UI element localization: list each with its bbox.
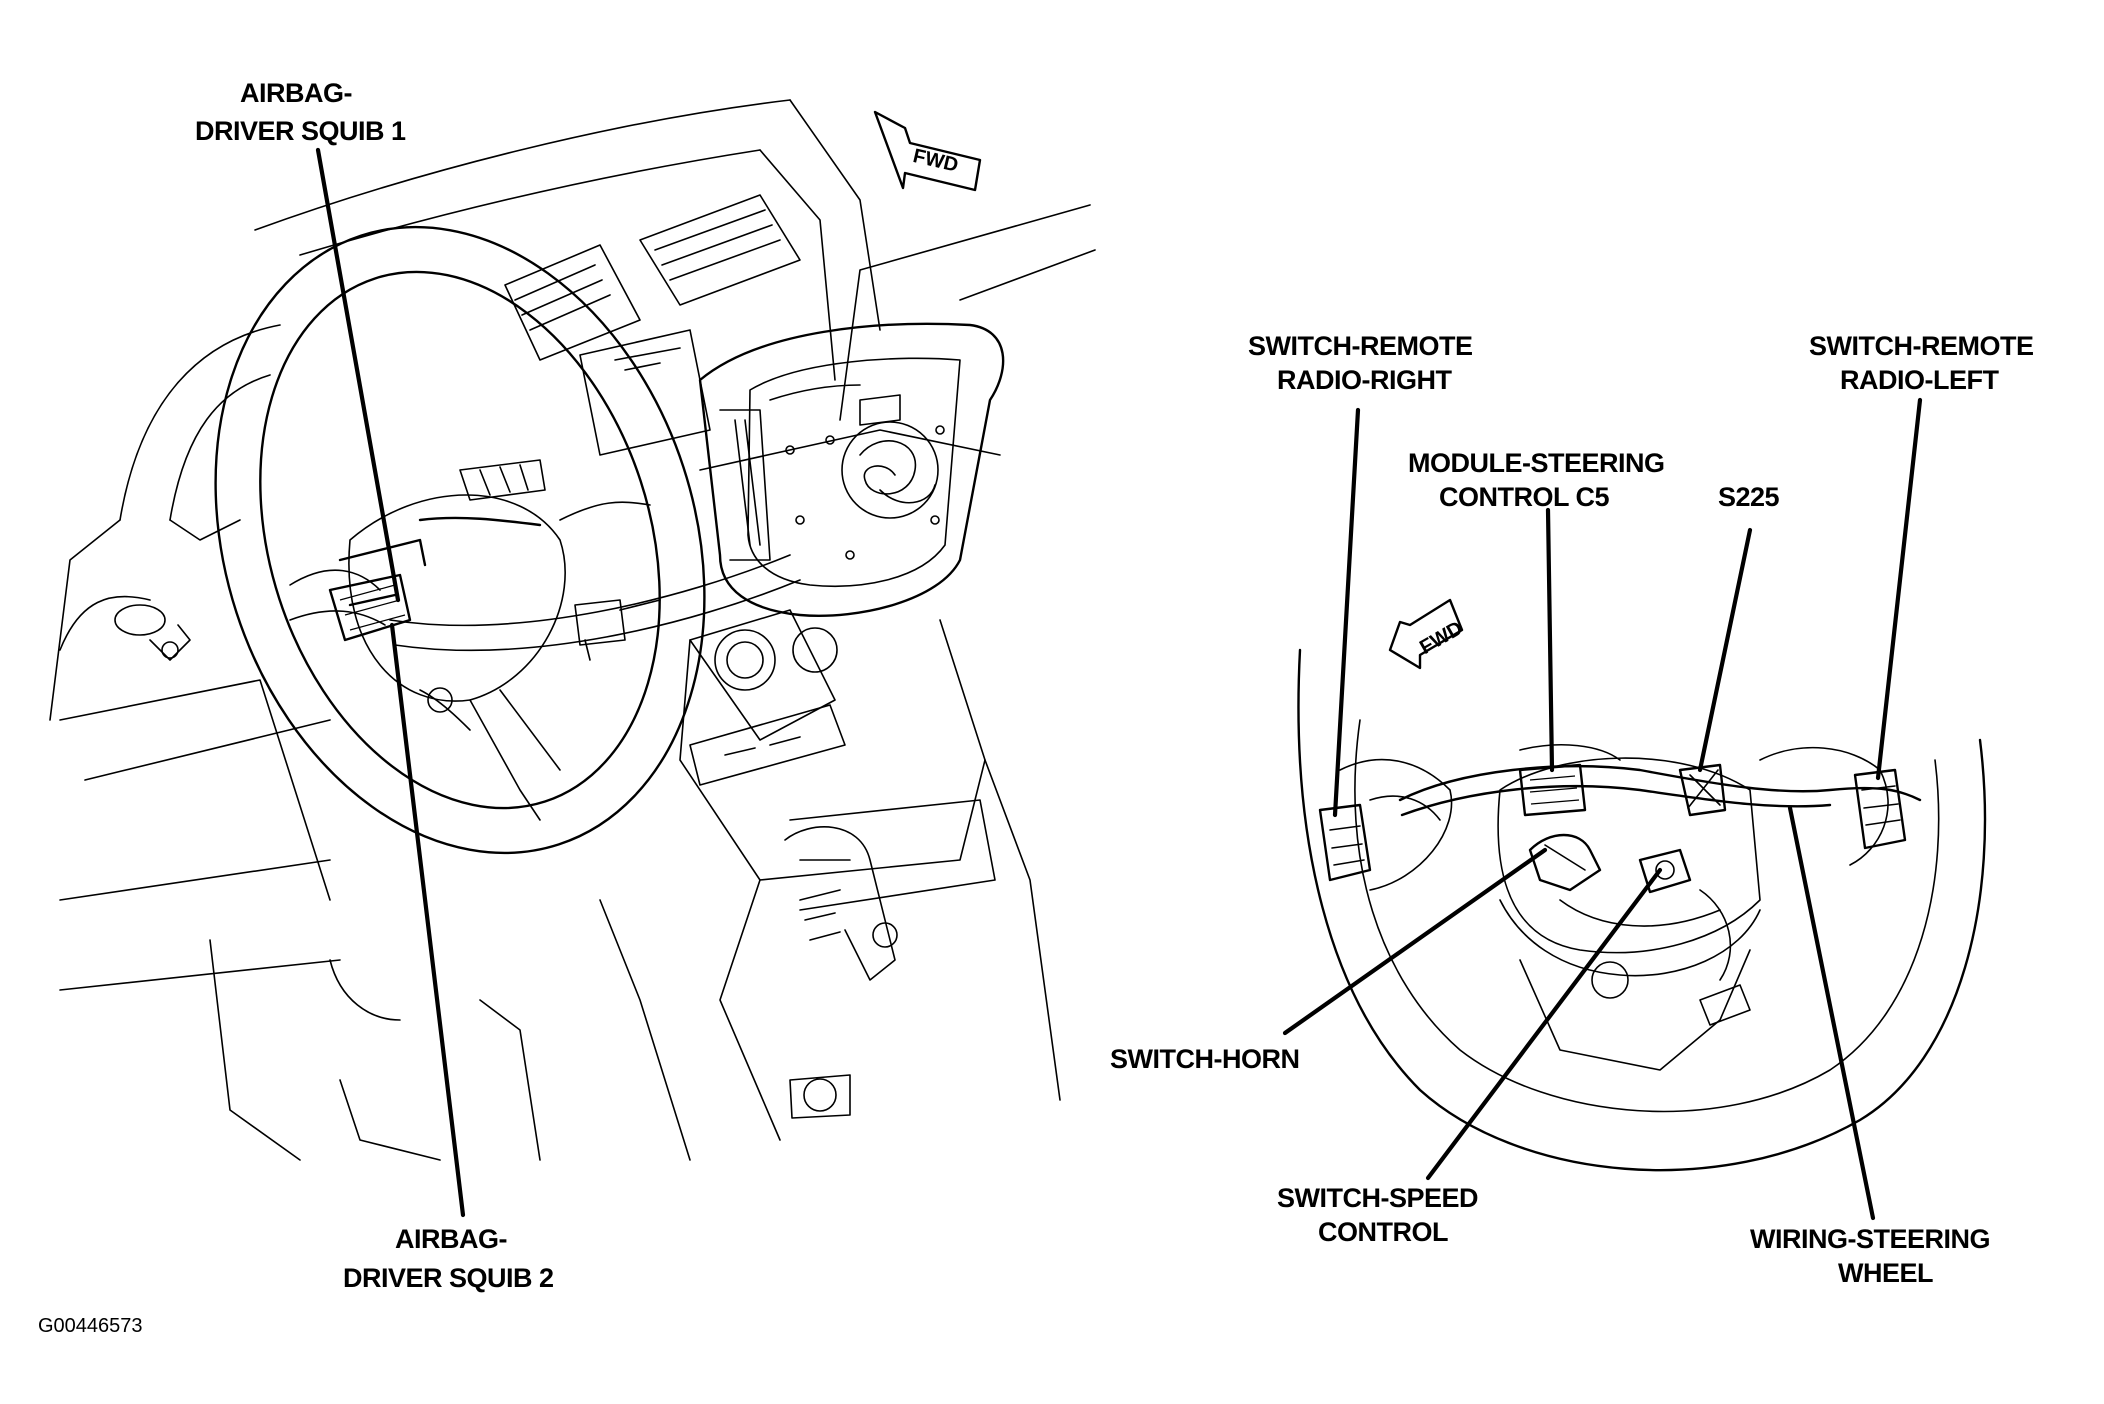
- callout-radio-left-line2: RADIO-LEFT: [1840, 365, 1999, 395]
- figure-id: G00446573: [38, 1315, 143, 1337]
- callout-module-steering-line1: MODULE-STEERING: [1408, 448, 1665, 478]
- callout-wiring-steering-line1: WIRING-STEERING: [1750, 1224, 1990, 1254]
- airbag-connectors: [328, 459, 546, 731]
- dashboard-illustration: [49, 99, 1096, 1161]
- callout-airbag-squib-2-line2: DRIVER SQUIB 2: [343, 1263, 554, 1293]
- left-leaders: [315, 147, 466, 1218]
- callout-airbag-squib-2-line1: AIRBAG-: [395, 1224, 507, 1254]
- callout-module-steering-line2: CONTROL C5: [1439, 482, 1609, 512]
- fwd-arrow-label-right: FWD: [1416, 617, 1466, 659]
- steering-wiring: [1318, 744, 1922, 1026]
- airbag-module: [698, 322, 1005, 617]
- callout-radio-right-line1: SWITCH-REMOTE: [1248, 331, 1472, 361]
- airbag-harness: [389, 554, 801, 661]
- callout-radio-left-line1: SWITCH-REMOTE: [1809, 331, 2033, 361]
- callout-splice-s225: S225: [1718, 482, 1780, 512]
- callout-switch-horn: SWITCH-HORN: [1110, 1044, 1299, 1074]
- callout-wiring-steering-line2: WHEEL: [1838, 1258, 1933, 1288]
- right-leaders: [1282, 397, 1923, 1221]
- fwd-arrow-icon-right: FWD: [1388, 598, 1467, 670]
- steering-wheel-left: [214, 225, 706, 855]
- callout-speed-control-line1: SWITCH-SPEED: [1277, 1183, 1478, 1213]
- callout-airbag-squib-1-line2: DRIVER SQUIB 1: [195, 116, 406, 146]
- callout-speed-control-line2: CONTROL: [1318, 1217, 1448, 1247]
- callout-airbag-squib-1-line1: AIRBAG-: [240, 78, 352, 108]
- fwd-arrow-label: FWD: [911, 145, 960, 177]
- fwd-arrow-icon: FWD: [873, 110, 982, 192]
- callout-radio-right-line2: RADIO-RIGHT: [1277, 365, 1452, 395]
